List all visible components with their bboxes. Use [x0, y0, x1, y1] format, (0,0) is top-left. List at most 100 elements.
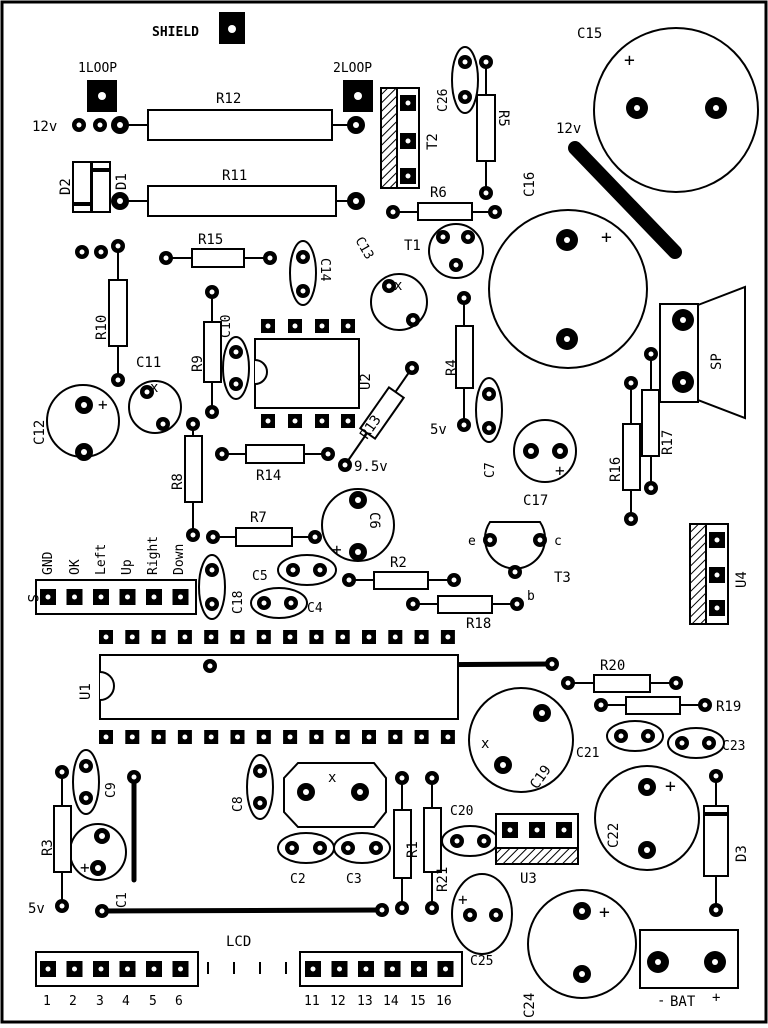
pad-hole — [182, 634, 188, 640]
r15-resistor: R15 — [166, 232, 270, 268]
r17-label: R17 — [660, 430, 676, 455]
pad-hole — [357, 789, 363, 795]
u1-chip: U1 — [78, 654, 459, 720]
pad-hole — [131, 774, 137, 780]
crystal: x — [283, 762, 387, 828]
pad-hole — [714, 605, 720, 611]
c20-capacitor: C20 — [441, 804, 499, 857]
r9-resistor: R9 — [190, 292, 222, 412]
pad-hole — [151, 966, 157, 972]
pad-hole — [97, 122, 103, 128]
pad-hole — [98, 249, 104, 255]
shield-label: SHIELD — [152, 25, 199, 40]
pad-hole — [209, 409, 215, 415]
r5-resistor: R5 — [476, 65, 511, 193]
5v-low-label: 5v — [28, 901, 45, 917]
pin-label-down: Down — [172, 544, 187, 575]
pad-hole — [507, 827, 513, 833]
c1-plus: + — [80, 858, 90, 877]
pad-hole — [345, 845, 351, 851]
pin-label-up: Up — [120, 559, 135, 575]
pad-hole — [461, 295, 467, 301]
pad-hole — [680, 379, 686, 385]
pad-hole — [156, 734, 162, 740]
pad-hole — [462, 94, 468, 100]
pad-hole — [207, 663, 213, 669]
button-header-label: S — [24, 594, 40, 602]
pad-hole — [386, 283, 392, 289]
pad-hole — [405, 173, 411, 179]
pad-hole — [117, 122, 123, 128]
c10-label: C10 — [219, 315, 234, 338]
c6-label: C6 — [366, 512, 382, 529]
pad-hole — [45, 966, 51, 972]
pad-hole — [103, 734, 109, 740]
c17-plus: + — [555, 461, 565, 480]
pad-hole — [440, 234, 446, 240]
pad-hole — [416, 966, 422, 972]
c26-label: C26 — [436, 89, 451, 112]
r10-resistor: R10 — [94, 246, 128, 380]
c18-label: C18 — [231, 591, 246, 614]
loop2-pad: 2LOOP — [333, 61, 373, 112]
t2-label: T2 — [425, 133, 441, 150]
r1-label: R1 — [405, 841, 421, 858]
pad-hole — [59, 769, 65, 775]
t3-pin-c: c — [554, 534, 562, 549]
pad-hole — [98, 966, 104, 972]
pad-hole — [561, 827, 567, 833]
r20-label: R20 — [600, 658, 625, 674]
pad-hole — [462, 59, 468, 65]
r21-resistor: R21 — [423, 778, 451, 908]
pad-hole — [45, 594, 51, 600]
pad-hole — [565, 680, 571, 686]
pad-hole — [83, 763, 89, 769]
pad-hole — [313, 734, 319, 740]
c13-x: x — [394, 278, 402, 294]
r4-label: R4 — [444, 359, 460, 376]
pad-hole — [59, 903, 65, 909]
pad-hole — [355, 549, 361, 555]
c16-capacitor: C16 + — [488, 172, 648, 369]
pad-hole — [117, 198, 123, 204]
c12-plus: + — [98, 395, 108, 414]
pad-hole — [579, 971, 585, 977]
crystal-x: x — [328, 770, 336, 786]
pad-hole — [628, 516, 634, 522]
pad-hole — [713, 907, 719, 913]
pad-hole — [429, 775, 435, 781]
pad-hole — [265, 323, 271, 329]
r1-resistor: R1 — [393, 778, 421, 908]
pad-hole — [483, 190, 489, 196]
c25-plus: + — [458, 890, 468, 909]
r2-resistor: R2 — [349, 555, 454, 590]
pad-hole — [233, 349, 239, 355]
pad-hole — [644, 847, 650, 853]
lcd-pin-12: 12 — [330, 994, 346, 1009]
5v-mid-label: 5v — [430, 422, 447, 438]
r6-label: R6 — [430, 185, 447, 201]
c5-label: C5 — [252, 569, 268, 584]
u1-label: U1 — [78, 683, 94, 700]
pad-hole — [514, 601, 520, 607]
pad-hole — [235, 634, 240, 640]
c22-label: C22 — [606, 823, 622, 848]
c19-capacitor: C19 x — [468, 687, 574, 793]
lcd-header: LCD 1 2 3 4 5 6 11 12 13 14 15 16 — [35, 934, 463, 1009]
c19-x: x — [481, 736, 489, 752]
pad-hole — [312, 534, 318, 540]
c23-label: C23 — [722, 739, 745, 754]
c3-label: C3 — [346, 872, 362, 887]
pad-hole — [233, 381, 239, 387]
c3-capacitor: C3 — [333, 832, 391, 887]
c12-label: C12 — [32, 420, 48, 445]
pad-hole — [644, 784, 650, 790]
r11-resistor: R11 — [120, 168, 356, 217]
pad-hole — [267, 255, 273, 261]
r18-resistor: R18 — [413, 595, 517, 632]
pad-hole — [528, 448, 534, 454]
loop2-label: 2LOOP — [333, 61, 372, 76]
r12-resistor: R12 — [120, 91, 356, 141]
pad-hole — [353, 198, 359, 204]
